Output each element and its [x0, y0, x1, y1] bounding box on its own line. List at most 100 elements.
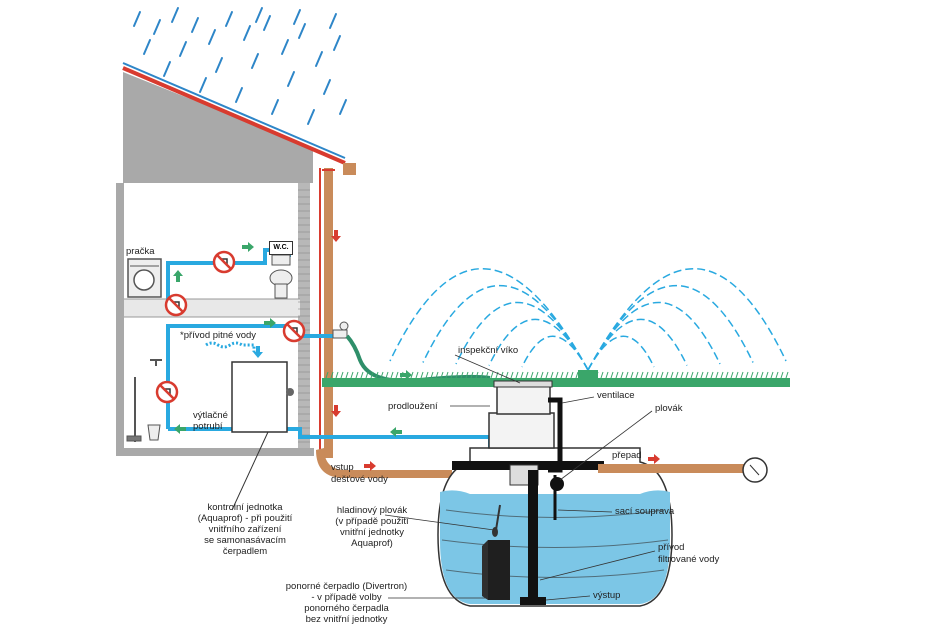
label-inflow-1: vstup [331, 462, 354, 473]
flow-arrow [400, 370, 412, 380]
spray-arc [587, 301, 721, 371]
no-drinking-water-icons [155, 250, 306, 404]
label-submersible-pump: ponorné čerpadlo (Divertron) - v případě… [284, 581, 409, 625]
roof-gable [123, 72, 313, 183]
rain-streak [251, 53, 259, 69]
inlet-pipe [528, 470, 538, 605]
rain-streak [281, 39, 289, 55]
flow-arrow [173, 270, 183, 282]
leader-lines [384, 354, 656, 601]
downpipe [316, 163, 452, 478]
rain-streak [333, 35, 341, 51]
roof-edge [122, 66, 346, 165]
submersible-pump [488, 540, 510, 600]
flow-arrow [364, 461, 376, 471]
rain-streak [263, 15, 271, 31]
rain-streak [179, 41, 187, 57]
label-control-unit: kontrolní jednotka (Aquaprof) - při použ… [190, 502, 300, 557]
label-line: hladinový plovák [336, 505, 408, 516]
no-drinking-water-icon [212, 250, 236, 274]
label-line: čerpadlem [222, 546, 268, 557]
inflow-pipe [316, 448, 452, 478]
rain-streak [225, 11, 233, 27]
rain-streak [293, 9, 301, 25]
label-line: Aquaprof) [351, 538, 393, 549]
label-filtered-supply-2: filtrované vody [658, 554, 720, 565]
label-line: ponorného čerpadla [304, 603, 389, 614]
label-pressure-pipe-1: výtlačné [193, 410, 228, 421]
spray-arc [587, 284, 754, 371]
label-float: plovák [655, 403, 683, 414]
rain-streak [298, 23, 306, 39]
label-outlet: výstup [593, 590, 621, 601]
no-drinking-water-icon [164, 293, 188, 317]
house [116, 62, 346, 456]
rain-streaks [133, 7, 347, 125]
label-line: - v případě volby [311, 592, 382, 603]
level-float [492, 527, 498, 537]
rain-streak [133, 11, 141, 27]
spray-arc [455, 301, 589, 371]
label-pressure-pipe-2: potrubí [193, 421, 223, 432]
rain-streak [163, 61, 171, 77]
label-potable-supply: *přívod pitné vody [180, 330, 257, 341]
label-suction-set: sací souprava [615, 506, 675, 517]
rainwater-tank [437, 380, 768, 607]
label-line: (v případě použití [335, 516, 409, 527]
lawn [322, 371, 790, 387]
potable-supply-coil [205, 341, 256, 352]
rain-streak [307, 109, 315, 125]
flow-arrow [242, 242, 254, 252]
overflow-pipe [598, 464, 748, 473]
label-ventilation: ventilace [597, 390, 635, 401]
washing-machine-icon [127, 258, 162, 298]
rain-streak [329, 13, 337, 29]
sprinkler-icon [578, 370, 598, 379]
label-inspection-lid: inspekční víko [458, 345, 519, 356]
rain-streak [287, 71, 295, 87]
rain-streak [208, 29, 216, 45]
label-inflow-2: dešťové vody [331, 474, 388, 485]
rain-streak [191, 17, 199, 33]
broom-bucket [126, 377, 161, 442]
left-wall [116, 183, 124, 455]
rain-streak [235, 87, 243, 103]
label-line: bez vnitřní jednotky [305, 614, 388, 625]
rain-streak [339, 99, 347, 115]
spray-arc [587, 268, 787, 371]
rain-streak [271, 99, 279, 115]
label-washing-machine: pračka [126, 246, 155, 257]
garden-hose [345, 334, 491, 383]
label-line: (Aquaprof) - při použití [197, 513, 293, 524]
rain-streak [199, 77, 207, 93]
floor [116, 448, 314, 456]
rain-streak [215, 57, 223, 73]
label-line: vnitřního zařízení [208, 524, 282, 535]
flow-arrow [331, 405, 341, 417]
spray-arc [422, 284, 589, 371]
spray-arc [389, 268, 589, 371]
label-overflow: přepad [612, 450, 642, 461]
garden-tap-icon [332, 321, 349, 339]
flow-arrow [253, 346, 263, 358]
tap-icon [150, 359, 162, 366]
flow-arrow [264, 318, 276, 328]
no-drinking-water-icon [282, 319, 306, 343]
rain-streak [323, 79, 331, 95]
rain-streak [243, 25, 251, 41]
manometer-icon [286, 388, 294, 396]
no-drinking-water-icon [155, 380, 179, 404]
label-extension: prodloužení [388, 401, 438, 412]
flow-arrow [331, 230, 341, 242]
sprinkler-spray [389, 268, 787, 371]
flow-arrow [390, 427, 402, 437]
rain-streak [143, 39, 151, 55]
flow-arrow [174, 424, 186, 434]
right-wall [298, 183, 310, 455]
extension [488, 412, 555, 449]
rain-streak [255, 7, 263, 23]
toilet-icon [269, 254, 293, 299]
label-level-float: hladinový plovák (v případě použití vnit… [322, 505, 422, 549]
